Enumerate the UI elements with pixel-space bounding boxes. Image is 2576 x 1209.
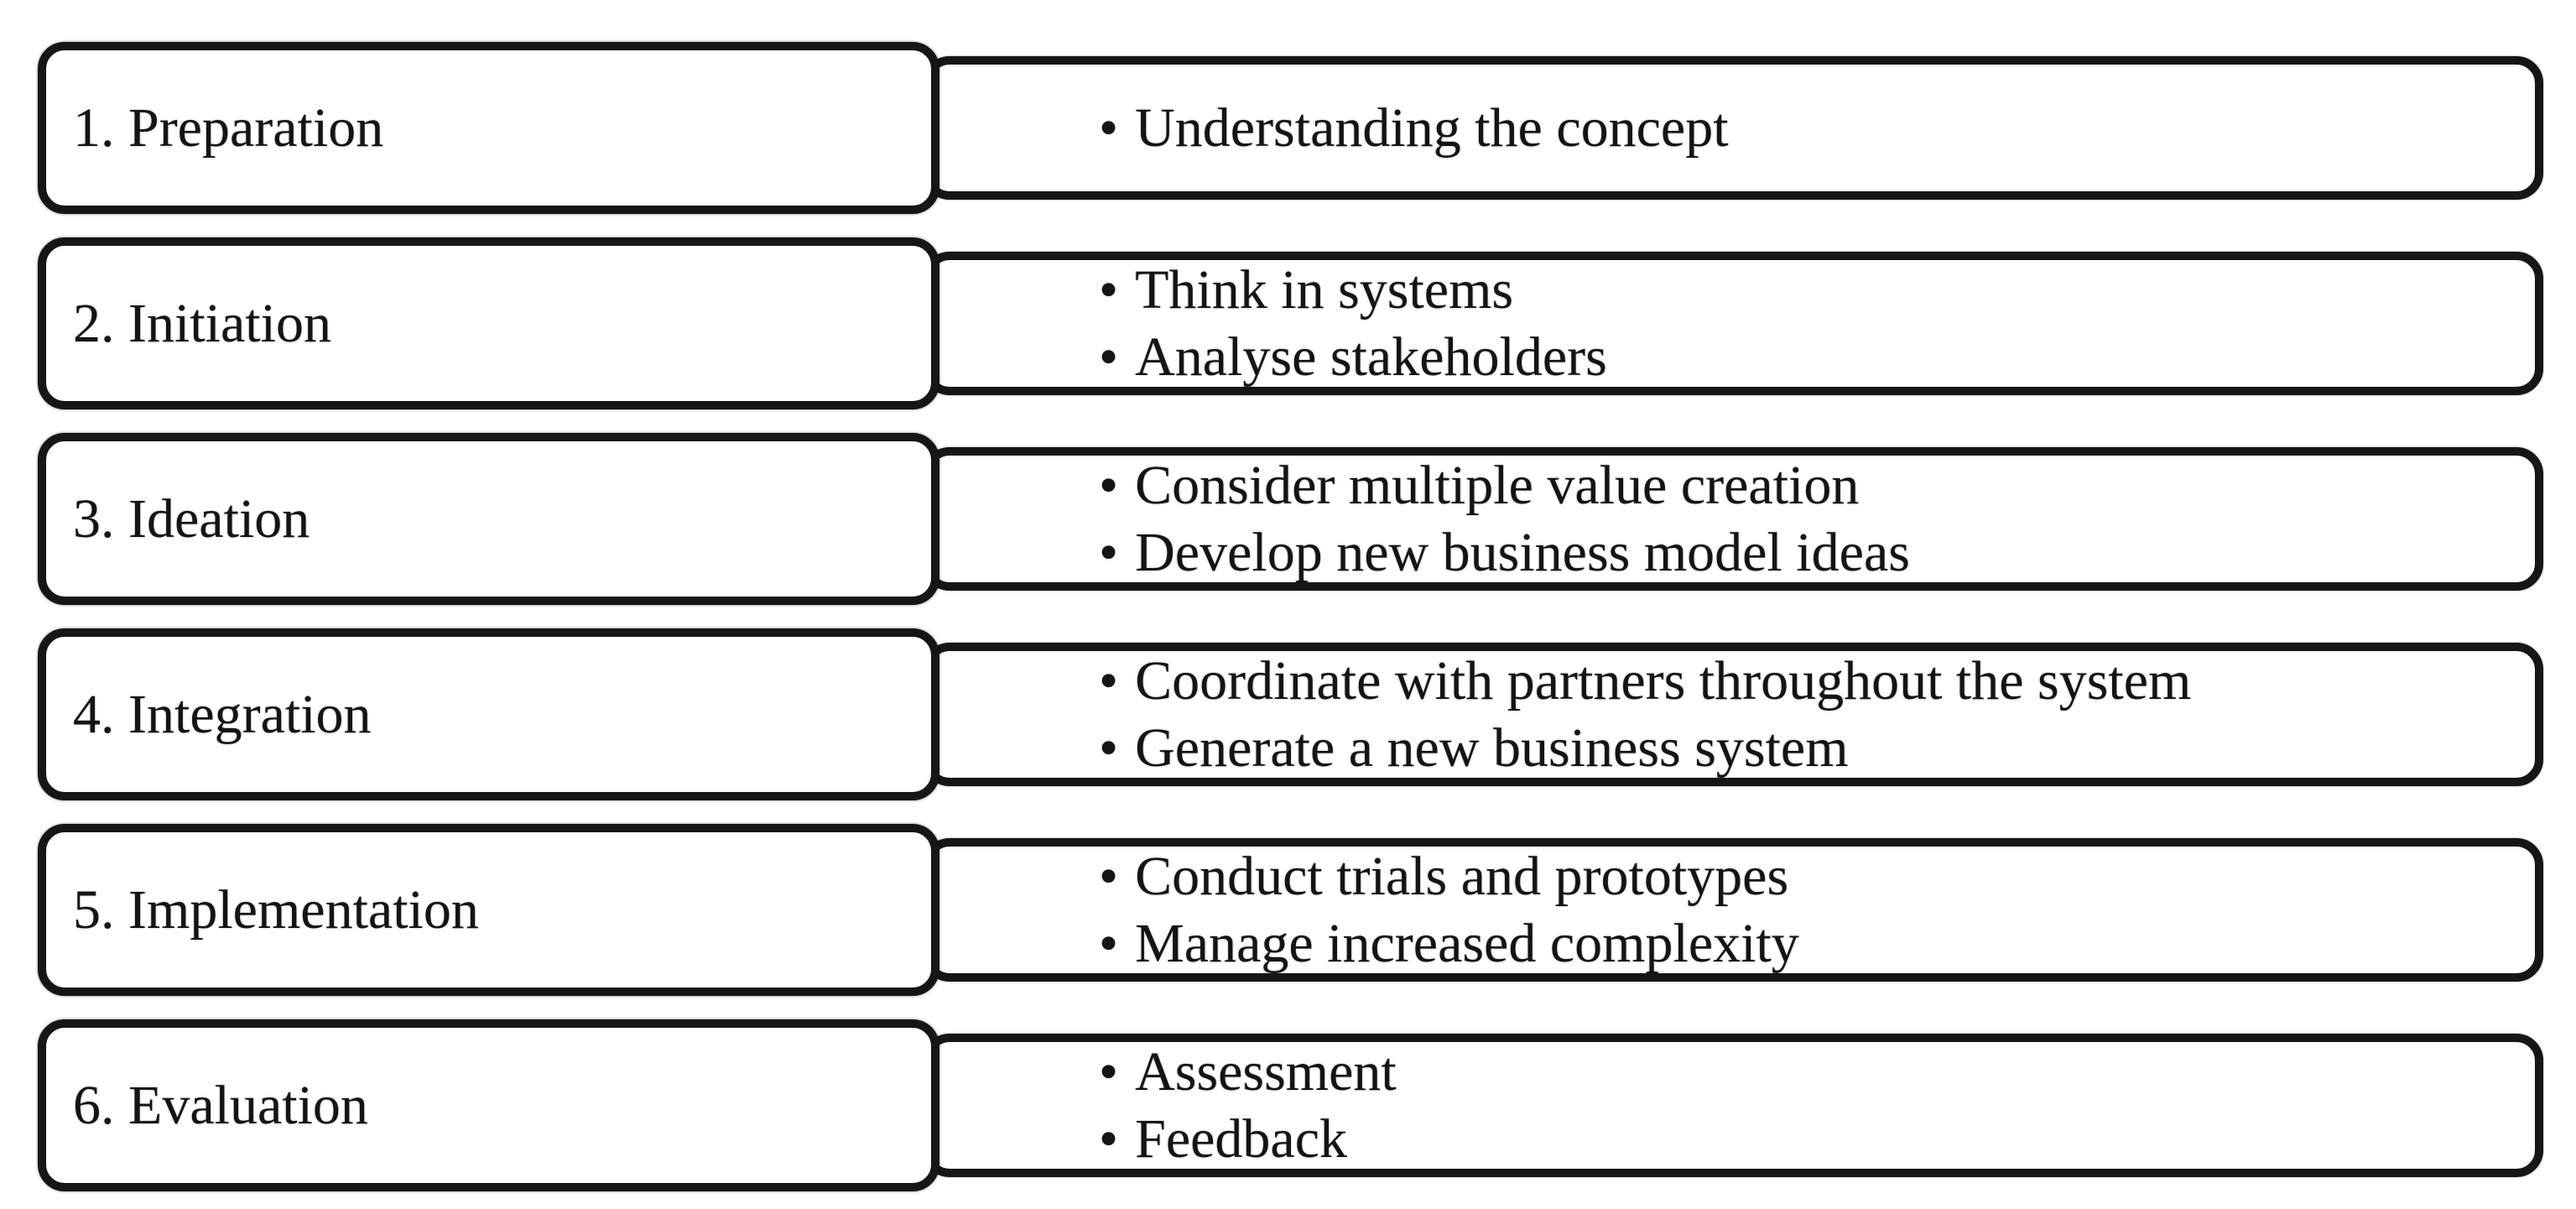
bullet-icon: •	[1099, 912, 1119, 974]
bullet-text: Think in systems	[1135, 258, 1514, 320]
bullet-icon: •	[1099, 845, 1119, 907]
stage-label: 1. Preparation	[73, 96, 384, 159]
stage-detail-box: • Consider multiple value creation • Devel…	[923, 447, 2543, 591]
bullet-list: • Coordinate with partners throughout the…	[931, 648, 2225, 782]
bullet-text: Consider multiple value creation	[1135, 454, 1860, 516]
stage-row-evaluation: • Assessment • Feedback 6. Evaluation	[38, 1019, 2543, 1191]
stage-label-box: 1. Preparation	[38, 42, 939, 214]
bullet-list: • Assessment • Feedback	[931, 1039, 1430, 1173]
stage-detail-box: • Coordinate with partners throughout the…	[923, 643, 2543, 786]
stage-label: 6. Evaluation	[73, 1074, 368, 1136]
stage-row-integration: • Coordinate with partners throughout the…	[38, 628, 2543, 800]
bullet-item: • Coordinate with partners throughout the…	[1099, 648, 2191, 715]
bullet-item: • Develop new business model ideas	[1099, 519, 1910, 586]
stage-row-preparation: • Understanding the concept 1. Preparatio…	[38, 42, 2543, 214]
bullet-text: Conduct trials and prototypes	[1135, 845, 1789, 907]
bullet-item: • Think in systems	[1099, 257, 1607, 324]
bullet-icon: •	[1099, 717, 1119, 779]
bullet-list: • Think in systems • Analyse stakeholders	[931, 257, 1641, 391]
bullet-icon: •	[1099, 521, 1119, 583]
stage-detail-box: • Conduct trials and prototypes • Manage i…	[923, 838, 2543, 982]
stage-label: 3. Ideation	[73, 487, 310, 550]
stage-row-implementation: • Conduct trials and prototypes • Manage i…	[38, 824, 2543, 996]
stage-row-ideation: • Consider multiple value creation • Devel…	[38, 433, 2543, 605]
bullet-icon: •	[1099, 96, 1119, 159]
stage-rows: • Understanding the concept 1. Preparatio…	[38, 42, 2543, 1191]
bullet-icon: •	[1099, 258, 1119, 320]
bullet-icon: •	[1099, 649, 1119, 711]
bullet-text: Understanding the concept	[1135, 96, 1729, 159]
bullet-text: Coordinate with partners throughout the …	[1135, 649, 2192, 711]
stage-label-box: 6. Evaluation	[38, 1019, 939, 1191]
bullet-item: • Assessment	[1099, 1039, 1397, 1106]
bullet-item: • Generate a new business system	[1099, 715, 2191, 782]
bullet-item: • Understanding the concept	[1099, 95, 1729, 162]
bullet-list: • Understanding the concept	[931, 95, 1762, 162]
stage-row-initiation: •Think in systems •Analyse stakeholders …	[38, 237, 2543, 409]
bullet-item: • Analyse stakeholders	[1099, 324, 1607, 391]
stage-detail-box: • Think in systems • Analyse stakeholders	[923, 252, 2543, 395]
bullet-item: • Feedback	[1099, 1106, 1397, 1173]
bullet-item: • Manage increased complexity	[1099, 910, 1799, 977]
bullet-text: Feedback	[1135, 1107, 1347, 1170]
bullet-text: Assessment	[1135, 1040, 1397, 1102]
bullet-text: Manage increased complexity	[1135, 912, 1799, 974]
bullet-list: • Conduct trials and prototypes • Manage i…	[931, 843, 1833, 977]
bullet-item: • Consider multiple value creation	[1099, 452, 1910, 519]
bullet-icon: •	[1099, 454, 1119, 516]
stage-label-box: 2. Initiation	[38, 237, 939, 409]
bullet-text: Develop new business model ideas	[1135, 521, 1910, 583]
stage-label: 2. Initiation	[73, 292, 331, 354]
stage-label-box: 4. Integration	[38, 628, 939, 800]
bullet-item: • Conduct trials and prototypes	[1099, 843, 1799, 910]
bullet-icon: •	[1099, 1040, 1119, 1102]
bullet-list: • Consider multiple value creation • Devel…	[931, 452, 1944, 586]
bullet-icon: •	[1099, 326, 1119, 388]
bullet-text: Analyse stakeholders	[1135, 326, 1607, 388]
stage-detail-box: • Understanding the concept	[923, 56, 2543, 200]
stage-label: 4. Integration	[73, 683, 372, 745]
stage-label: 5. Implementation	[73, 878, 479, 941]
stage-label-box: 5. Implementation	[38, 824, 939, 996]
bullet-text: Generate a new business system	[1135, 717, 1849, 779]
bullet-icon: •	[1099, 1107, 1119, 1170]
stage-detail-box: • Assessment • Feedback	[923, 1034, 2543, 1177]
stage-label-box: 3. Ideation	[38, 433, 939, 605]
